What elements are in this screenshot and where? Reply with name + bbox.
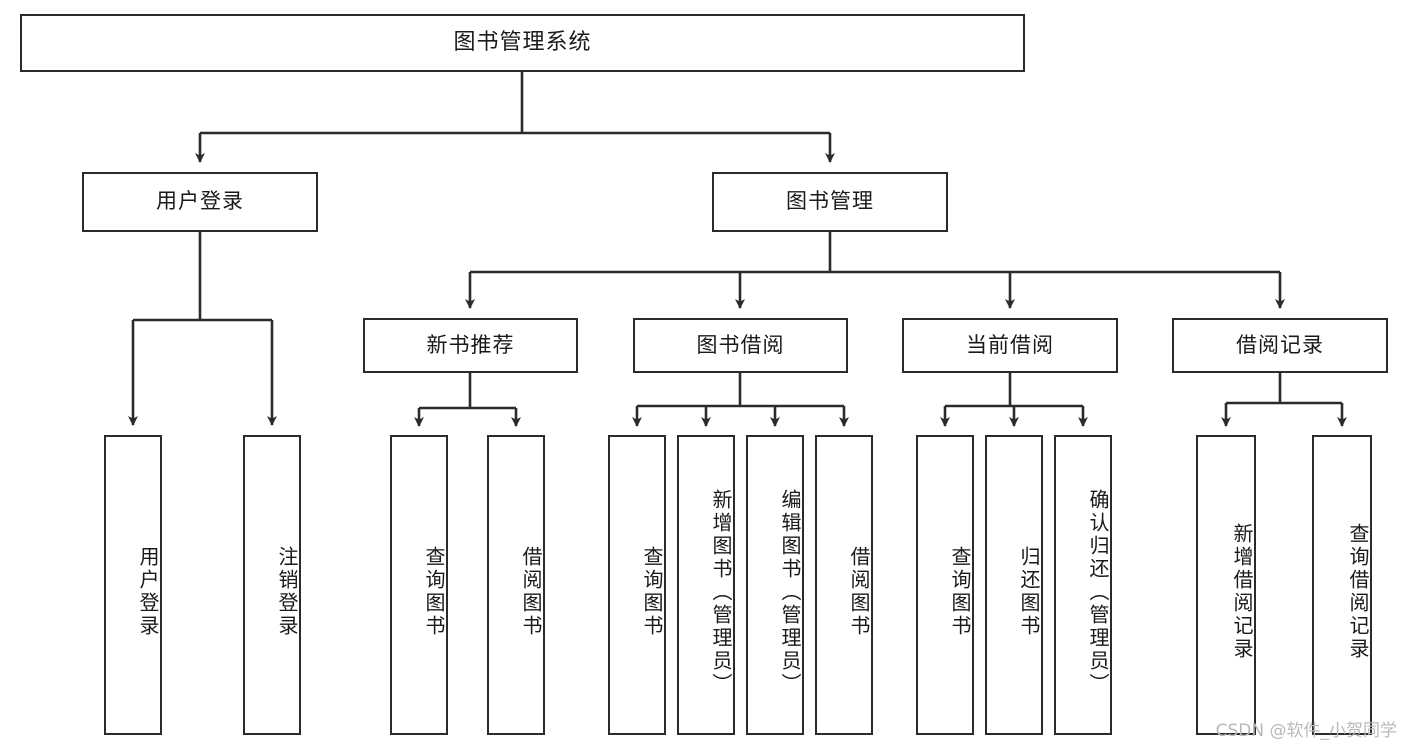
node-book-manage[interactable]: 图书管理 [712, 172, 948, 232]
node-leaf-edit-book[interactable]: 编辑图书（管理员） [746, 435, 804, 735]
node-leaf-confirm-return-label: 确认归还（管理员） [1086, 488, 1110, 696]
node-leaf-add-book-label: 新增图书（管理员） [709, 488, 733, 696]
node-leaf-query-book-1[interactable]: 查询图书 [390, 435, 448, 735]
node-root[interactable]: 图书管理系统 [20, 14, 1025, 72]
node-leaf-borrow-book-2-label: 借阅图书 [847, 546, 871, 638]
node-book-manage-label: 图书管理 [786, 189, 874, 214]
node-leaf-query-book-2-label: 查询图书 [640, 546, 664, 638]
node-leaf-query-record[interactable]: 查询借阅记录 [1312, 435, 1372, 735]
node-leaf-query-book-1-label: 查询图书 [422, 546, 446, 638]
node-leaf-borrow-book-2[interactable]: 借阅图书 [815, 435, 873, 735]
node-leaf-query-book-2[interactable]: 查询图书 [608, 435, 666, 735]
node-leaf-borrow-book-1-label: 借阅图书 [519, 546, 543, 638]
node-book-borrow-label: 图书借阅 [696, 332, 785, 357]
node-root-label: 图书管理系统 [453, 29, 592, 55]
node-new-book-rec[interactable]: 新书推荐 [363, 318, 578, 373]
node-leaf-add-record[interactable]: 新增借阅记录 [1196, 435, 1256, 735]
node-leaf-user-login-label: 用户登录 [136, 546, 160, 638]
node-book-borrow[interactable]: 图书借阅 [633, 318, 848, 373]
node-leaf-query-record-label: 查询借阅记录 [1346, 523, 1370, 661]
node-leaf-add-record-label: 新增借阅记录 [1230, 523, 1254, 661]
node-leaf-add-book[interactable]: 新增图书（管理员） [677, 435, 735, 735]
node-leaf-confirm-return[interactable]: 确认归还（管理员） [1054, 435, 1112, 735]
node-leaf-logout[interactable]: 注销登录 [243, 435, 301, 735]
node-leaf-borrow-book-1[interactable]: 借阅图书 [487, 435, 545, 735]
node-user-login[interactable]: 用户登录 [82, 172, 318, 232]
node-leaf-edit-book-label: 编辑图书（管理员） [778, 488, 802, 696]
node-borrow-record[interactable]: 借阅记录 [1172, 318, 1388, 373]
node-leaf-return-book-label: 归还图书 [1017, 546, 1041, 638]
csdn-watermark: CSDN @软件_小贺同学 [1215, 721, 1397, 741]
node-leaf-logout-label: 注销登录 [275, 546, 299, 638]
node-leaf-return-book[interactable]: 归还图书 [985, 435, 1043, 735]
node-leaf-user-login[interactable]: 用户登录 [104, 435, 162, 735]
node-leaf-query-book-3[interactable]: 查询图书 [916, 435, 974, 735]
node-user-login-label: 用户登录 [156, 189, 244, 214]
node-leaf-query-book-3-label: 查询图书 [948, 546, 972, 638]
node-new-book-rec-label: 新书推荐 [426, 332, 515, 357]
node-borrow-record-label: 借阅记录 [1236, 332, 1324, 357]
node-current-borrow[interactable]: 当前借阅 [902, 318, 1118, 373]
node-current-borrow-label: 当前借阅 [966, 332, 1054, 357]
